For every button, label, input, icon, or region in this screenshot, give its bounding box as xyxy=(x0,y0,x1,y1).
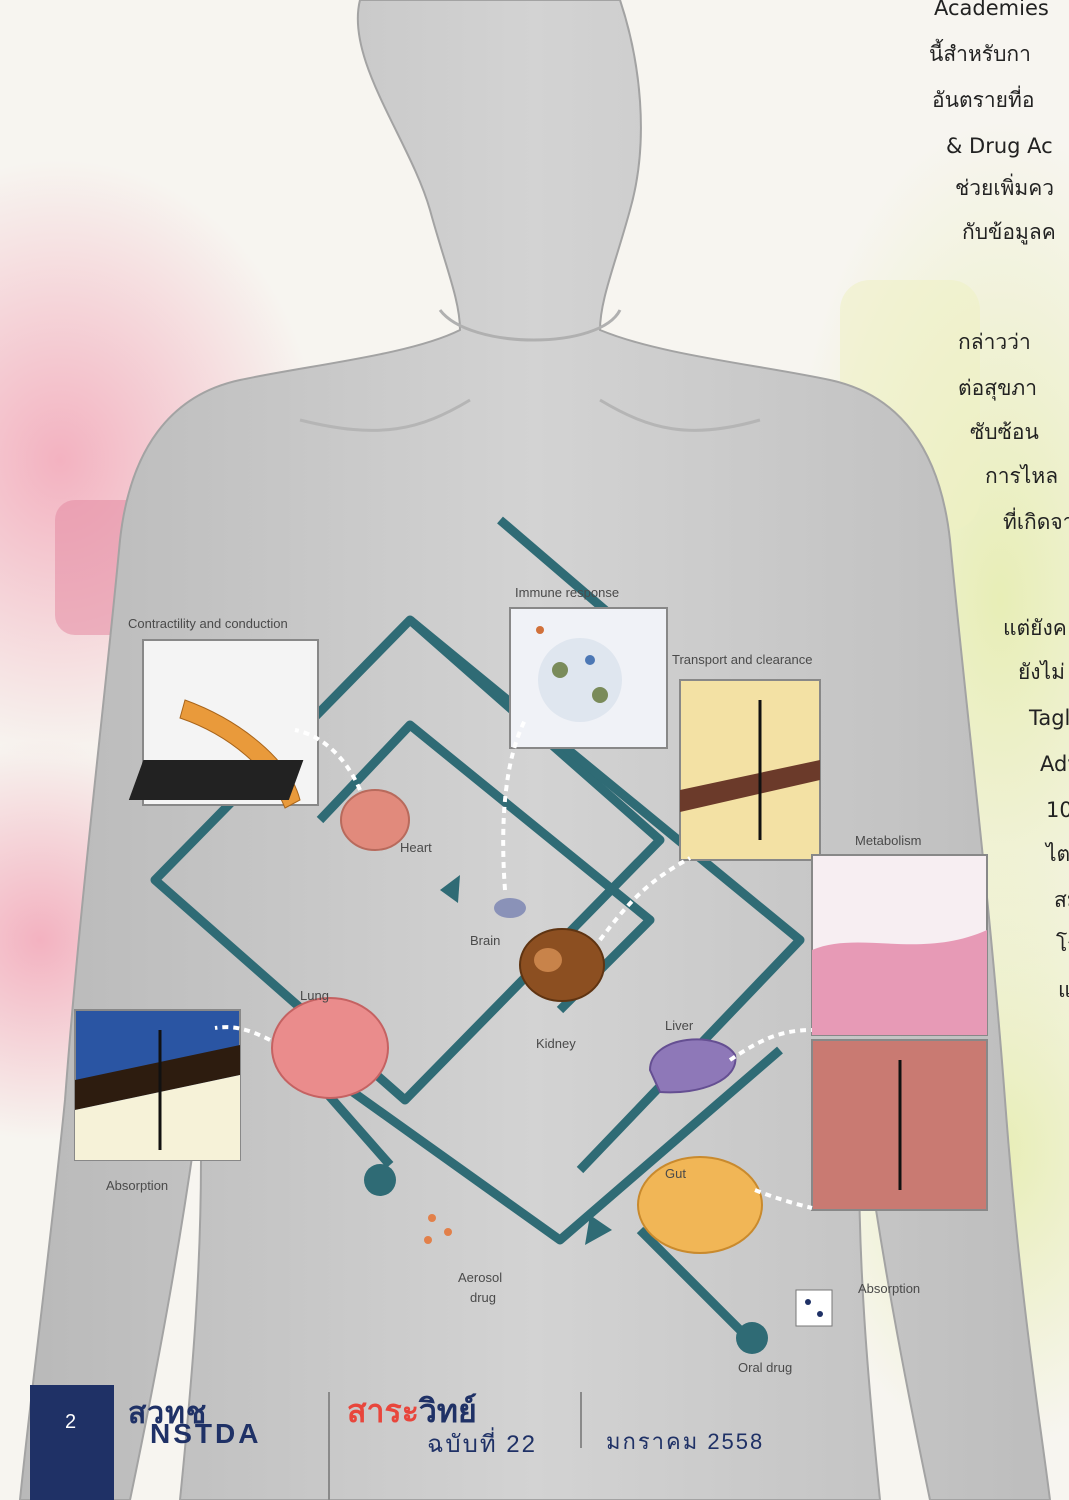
immune-inset: Immune response xyxy=(510,585,667,748)
nstda-logo: สวทช NSTDA xyxy=(126,1388,326,1458)
gut-label: Gut xyxy=(665,1166,686,1181)
transport-label: Transport and clearance xyxy=(672,652,812,667)
issue-date: มกราคม 2558 xyxy=(606,1424,764,1459)
metabolism-inset: Metabolism xyxy=(812,833,987,1210)
aerosol-label: Aerosol xyxy=(458,1270,502,1285)
footer-divider xyxy=(580,1392,582,1448)
page-number: 2 xyxy=(65,1411,76,1434)
absorption-left-label: Absorption xyxy=(106,1178,168,1193)
oral-drug-label: Oral drug xyxy=(738,1360,792,1375)
metabolism-label: Metabolism xyxy=(855,833,921,848)
contractility-label: Contractility and conduction xyxy=(128,616,288,631)
magazine-title-red: สาระ xyxy=(347,1393,419,1429)
heart-label: Heart xyxy=(400,840,432,855)
page-number-block: 2 xyxy=(30,1385,114,1500)
aerosol-drug-label: drug xyxy=(470,1290,496,1305)
contractility-inset: Contractility and conduction xyxy=(128,616,318,808)
kidney-label: Kidney xyxy=(536,1036,576,1051)
issue-number: ฉบับที่ 22 xyxy=(427,1424,537,1463)
absorption-right-label: Absorption xyxy=(858,1281,920,1296)
gut-organ: Gut xyxy=(638,1157,762,1253)
footer-divider xyxy=(328,1392,330,1500)
nstda-logo-en: NSTDA xyxy=(150,1418,261,1450)
immune-label: Immune response xyxy=(515,585,619,600)
sara-wit-logo: สาระวิทย์ ฉบับที่ 22 xyxy=(347,1386,567,1456)
liver-label: Liver xyxy=(665,1018,694,1033)
brain-label: Brain xyxy=(470,933,500,948)
lung-label: Lung xyxy=(300,988,329,1003)
transport-inset: Transport and clearance xyxy=(672,652,820,860)
